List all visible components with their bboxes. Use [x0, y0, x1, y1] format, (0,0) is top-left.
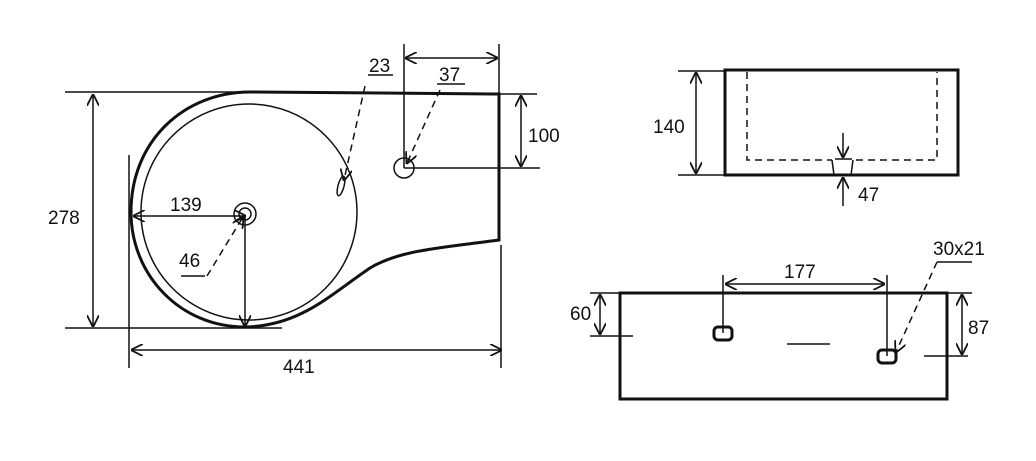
label-47: 47	[858, 185, 879, 206]
label-140: 140	[653, 117, 685, 138]
label-30x21: 30x21	[933, 239, 985, 260]
label-37: 37	[439, 65, 460, 86]
label-139: 139	[170, 195, 202, 216]
side-view-outline	[723, 68, 960, 177]
label-441: 441	[283, 357, 315, 378]
label-23: 23	[369, 56, 390, 77]
back-view-outline	[618, 291, 949, 401]
side-view: 140 47	[653, 68, 960, 206]
label-60: 60	[570, 304, 591, 325]
label-100: 100	[528, 126, 560, 147]
label-278: 278	[48, 208, 80, 229]
overflow-hole	[336, 175, 346, 197]
label-177: 177	[784, 262, 816, 283]
label-87: 87	[968, 318, 989, 339]
top-view: 278 441 139 100 23 37 46	[48, 44, 560, 378]
back-view: 177 60 87 30x21	[570, 239, 989, 401]
label-46: 46	[179, 251, 200, 272]
basin-outline	[129, 90, 501, 329]
